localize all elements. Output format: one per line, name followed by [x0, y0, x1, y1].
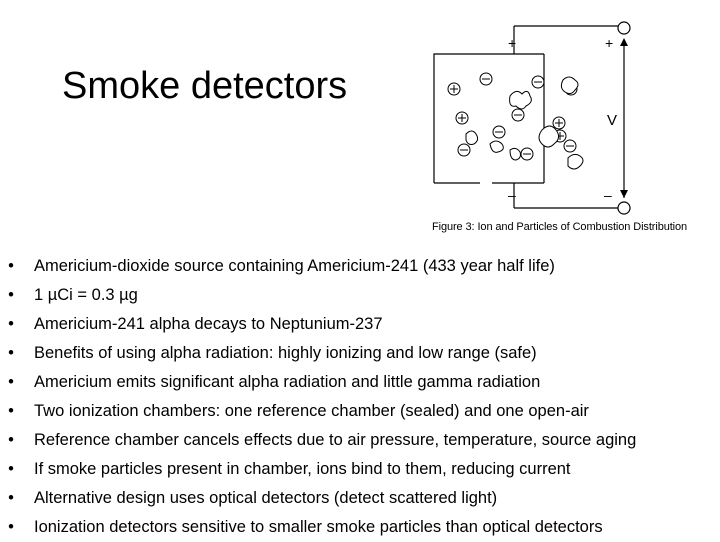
negative-ions: [457, 72, 577, 161]
list-item: •Reference chamber cancels effects due t…: [4, 426, 714, 455]
bullet-icon: •: [8, 489, 14, 507]
bullet-icon: •: [8, 257, 14, 275]
bullet-icon: •: [8, 373, 14, 391]
arrow-down-icon: [620, 190, 628, 198]
list-item: •Two ionization chambers: one reference …: [4, 397, 714, 426]
arrow-up-icon: [620, 38, 628, 46]
smoke-particles: [465, 76, 584, 170]
list-item: •1 µCi = 0.3 µg: [4, 281, 714, 310]
bullet-icon: •: [8, 344, 14, 362]
plus-label-right: +: [605, 35, 613, 51]
list-item: •Alternative design uses optical detecto…: [4, 484, 714, 513]
bullet-icon: •: [8, 286, 14, 304]
bullet-icon: •: [8, 460, 14, 478]
list-item: •Benefits of using alpha radiation: high…: [4, 339, 714, 368]
list-item: •Ionization detectors sensitive to small…: [4, 513, 714, 542]
top-terminal-icon: [617, 21, 631, 35]
list-item: •Americium-dioxide source containing Ame…: [4, 252, 714, 281]
chamber-outline: [433, 25, 625, 209]
list-item: •Americium-241 alpha decays to Neptunium…: [4, 310, 714, 339]
slide-title: Smoke detectors: [62, 65, 348, 107]
minus-label-right: –: [604, 187, 612, 203]
bullet-icon: •: [8, 402, 14, 420]
minus-label-left: –: [508, 187, 516, 203]
plus-label-left: +: [508, 35, 516, 51]
list-item: •If smoke particles present in chamber, …: [4, 455, 714, 484]
bullet-icon: •: [8, 518, 14, 536]
list-item: •Americium emits significant alpha radia…: [4, 368, 714, 397]
figure-caption: Figure 3: Ion and Particles of Combustio…: [432, 221, 688, 233]
voltage-label: V: [607, 112, 617, 129]
bullet-icon: •: [8, 315, 14, 333]
ionization-chamber-diagram: + + – – V: [410, 18, 710, 240]
bullet-icon: •: [8, 431, 14, 449]
bottom-terminal-icon: [617, 201, 631, 215]
bullet-list: •Americium-dioxide source containing Ame…: [4, 252, 714, 542]
